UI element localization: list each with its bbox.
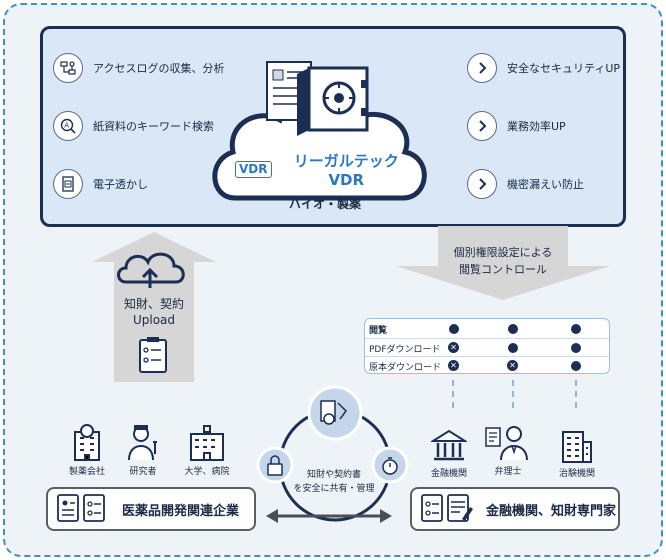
watermark-icon (53, 169, 83, 199)
chevron-right-icon (467, 169, 497, 199)
allow-dot (508, 343, 518, 353)
feature-keyword-search: A 紙資料のキーワード検索 (53, 111, 214, 141)
safe-icon (297, 66, 369, 136)
access-row-original: 原本ダウンロード ✕ ✕ (365, 356, 609, 374)
allow-dot (449, 324, 459, 334)
bank-icon (431, 429, 467, 461)
benefit-security: 安全なセキュリティUP (467, 53, 620, 83)
entity-researcher: 研究者 (118, 422, 168, 477)
benefit-label: 安全なセキュリティUP (507, 62, 621, 75)
benefit-label: 業務効率UP (507, 120, 566, 133)
bidirectional-arrow (266, 509, 392, 523)
vdr-badge: VDR (235, 161, 272, 178)
brand-title: リーガルテックVDR (293, 152, 399, 189)
access-row-view: 閲覧 (365, 320, 609, 338)
chevron-right-icon (467, 53, 497, 83)
access-control-arrow (396, 226, 610, 300)
allow-dot (571, 324, 581, 334)
feature-label: アクセスログの収集、分析 (93, 62, 225, 75)
benefit-label: 機密漏えい防止 (507, 178, 584, 191)
lock-icon (267, 455, 283, 476)
log-analysis-icon (53, 53, 83, 83)
allow-dot (571, 361, 581, 371)
entity-pharma: 製薬会社 (62, 422, 112, 477)
entity-bank: 金融機関 (424, 428, 474, 479)
brand-subtitle: バイオ・製薬 (288, 197, 361, 211)
left-group-box: 医薬品開発関連企業 (46, 487, 256, 531)
vdr-brand: VDR リーガルテックVDR バイオ・製薬 (235, 150, 415, 212)
entity-university: 大学、病院 (178, 422, 236, 477)
allow-dot (508, 324, 518, 334)
svg-text:A: A (64, 122, 69, 130)
left-group-name: 医薬品開発関連企業 (122, 503, 240, 519)
deny-icon: ✕ (507, 360, 518, 371)
building-icon (74, 424, 100, 461)
contract-icon (421, 494, 473, 522)
keyword-search-icon: A (53, 111, 83, 141)
attorney-icon (485, 426, 528, 461)
feature-log-analysis: アクセスログの収集、分析 (53, 53, 224, 83)
entity-clinical-trial: 治験機関 (548, 428, 606, 479)
right-group-name: 金融機関、知財専門家 (486, 503, 617, 519)
entity-patent-attorney: 弁理士 (478, 422, 538, 477)
feature-label: 電子透かし (93, 178, 148, 191)
dashed-connector (575, 380, 577, 408)
feature-watermark: 電子透かし (53, 169, 148, 199)
deny-icon: ✕ (448, 342, 459, 353)
share-cycle (256, 385, 409, 522)
share-description: 知財や契約書 を安全に共有・管理 (293, 470, 375, 494)
office-building-icon (562, 431, 592, 463)
hospital-icon (190, 425, 224, 461)
dashed-connector (512, 380, 514, 408)
benefit-efficiency: 業務効率UP (467, 111, 566, 141)
document-icon (320, 400, 347, 425)
stopwatch-icon (382, 457, 398, 475)
chevron-right-icon (467, 111, 497, 141)
upload-arrow (92, 232, 216, 382)
right-group-box: 金融機関、知財専門家 (410, 487, 620, 531)
document-list-icon (139, 337, 167, 373)
feature-label: 紙資料のキーワード検索 (93, 120, 214, 133)
documents-icon (57, 494, 105, 522)
dashed-connector (452, 380, 454, 408)
upload-label: 知財、契約 Upload (123, 297, 184, 327)
benefit-leak-prevention: 機密漏えい防止 (467, 169, 584, 199)
deny-icon: ✕ (448, 360, 459, 371)
access-table: 閲覧 PDFダウンロード ✕ 原本ダウンロード ✕ ✕ (364, 318, 610, 374)
access-row-pdf: PDFダウンロード ✕ (365, 338, 609, 356)
cloud-upload-icon (117, 252, 185, 288)
researcher-icon (128, 425, 157, 461)
allow-dot (571, 343, 581, 353)
access-control-label: 個別権限設定による 閲覧コントロール (453, 246, 553, 276)
